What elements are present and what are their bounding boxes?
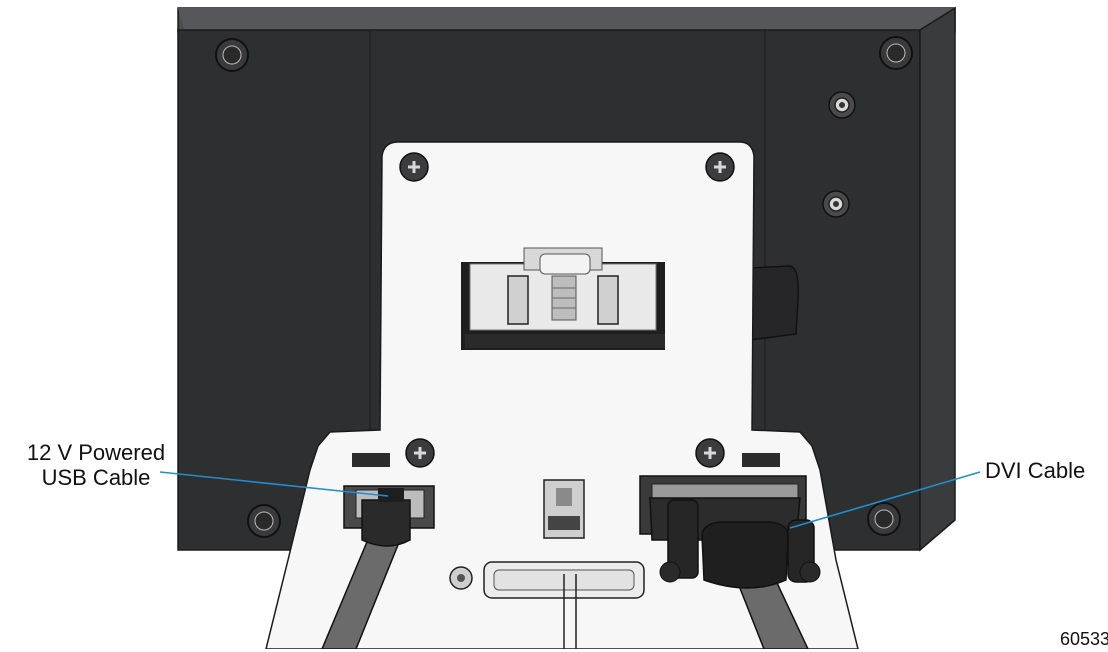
dvi-cable-label: DVI Cable: [985, 458, 1086, 483]
corner-screw-bottom-left: [247, 504, 281, 538]
vesa-screw-bottom-right: [695, 438, 725, 468]
usb-leader-line: [159, 471, 389, 497]
vesa-screw-top-right: [705, 152, 735, 182]
vesa-screw-top-left: [399, 152, 429, 182]
threaded-insert-lower: [822, 190, 850, 218]
latch-slot-right: [742, 453, 780, 467]
vesa-screw-bottom-left: [405, 438, 435, 468]
side-latch-tab: [749, 265, 800, 341]
washer: [449, 566, 473, 590]
internal-connector-module: [461, 247, 665, 350]
latch-slot-left: [352, 453, 390, 467]
center-port: [543, 479, 585, 539]
usb-cable: [321, 488, 411, 649]
usb-label-line2: USB Cable: [41, 465, 151, 490]
corner-screw-top-right: [879, 36, 913, 70]
corner-screw-bottom-right: [867, 502, 901, 536]
usb-label-line1: 12 V Powered: [26, 440, 166, 465]
usb-cable-label: 12 V Powered USB Cable: [8, 440, 184, 490]
figure-number: 60533: [1060, 629, 1108, 649]
dvi-cable: [649, 497, 821, 649]
dvi-leader-line: [789, 471, 981, 529]
corner-screw-top-left: [215, 38, 249, 72]
threaded-insert-upper: [828, 91, 856, 119]
